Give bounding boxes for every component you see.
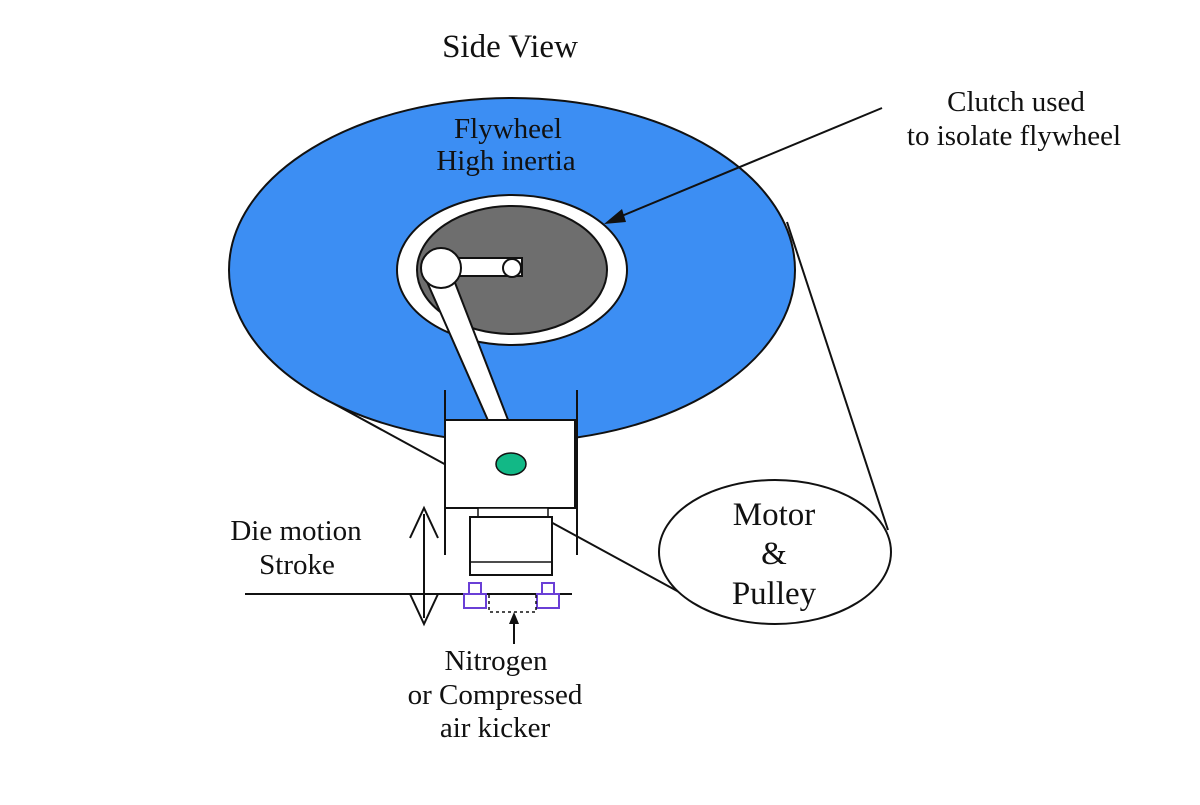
kicker-label-line1: Nitrogen — [444, 645, 548, 677]
kicker-clamp-right — [536, 582, 560, 609]
clutch-callout-line — [611, 107, 883, 221]
diagram-title: Side View — [442, 29, 578, 65]
belt-right — [786, 221, 889, 531]
motor-label-line1: Motor — [733, 497, 816, 533]
kicker-label-line2: or Compressed — [408, 679, 583, 711]
upper-die — [469, 516, 553, 576]
ram-pivot — [495, 452, 527, 476]
crank-pin — [420, 247, 462, 289]
kicker-clamp-left — [463, 582, 487, 609]
flywheel-label-line2: High inertia — [436, 145, 575, 177]
kicker-label-line3: air kicker — [440, 712, 551, 744]
crank-hub — [502, 258, 522, 278]
motor-pulley — [658, 479, 892, 625]
motor-label-line3: Pulley — [732, 576, 817, 612]
clutch-label-line2: to isolate flywheel — [907, 120, 1121, 152]
stroke-label-line1: Die motion — [230, 515, 362, 547]
stroke-arrow-head-bottom — [409, 593, 439, 627]
stroke-label-line2: Stroke — [259, 549, 335, 581]
clutch-callout-arrowhead — [604, 209, 626, 224]
kicker-arrow-head — [509, 612, 519, 624]
stroke-arrow-head-top — [409, 505, 439, 539]
kicker-pad — [488, 593, 537, 613]
flywheel-label-line1: Flywheel — [454, 113, 562, 145]
clutch-label-line1: Clutch used — [947, 86, 1085, 118]
motor-label-line2: & — [761, 536, 787, 572]
